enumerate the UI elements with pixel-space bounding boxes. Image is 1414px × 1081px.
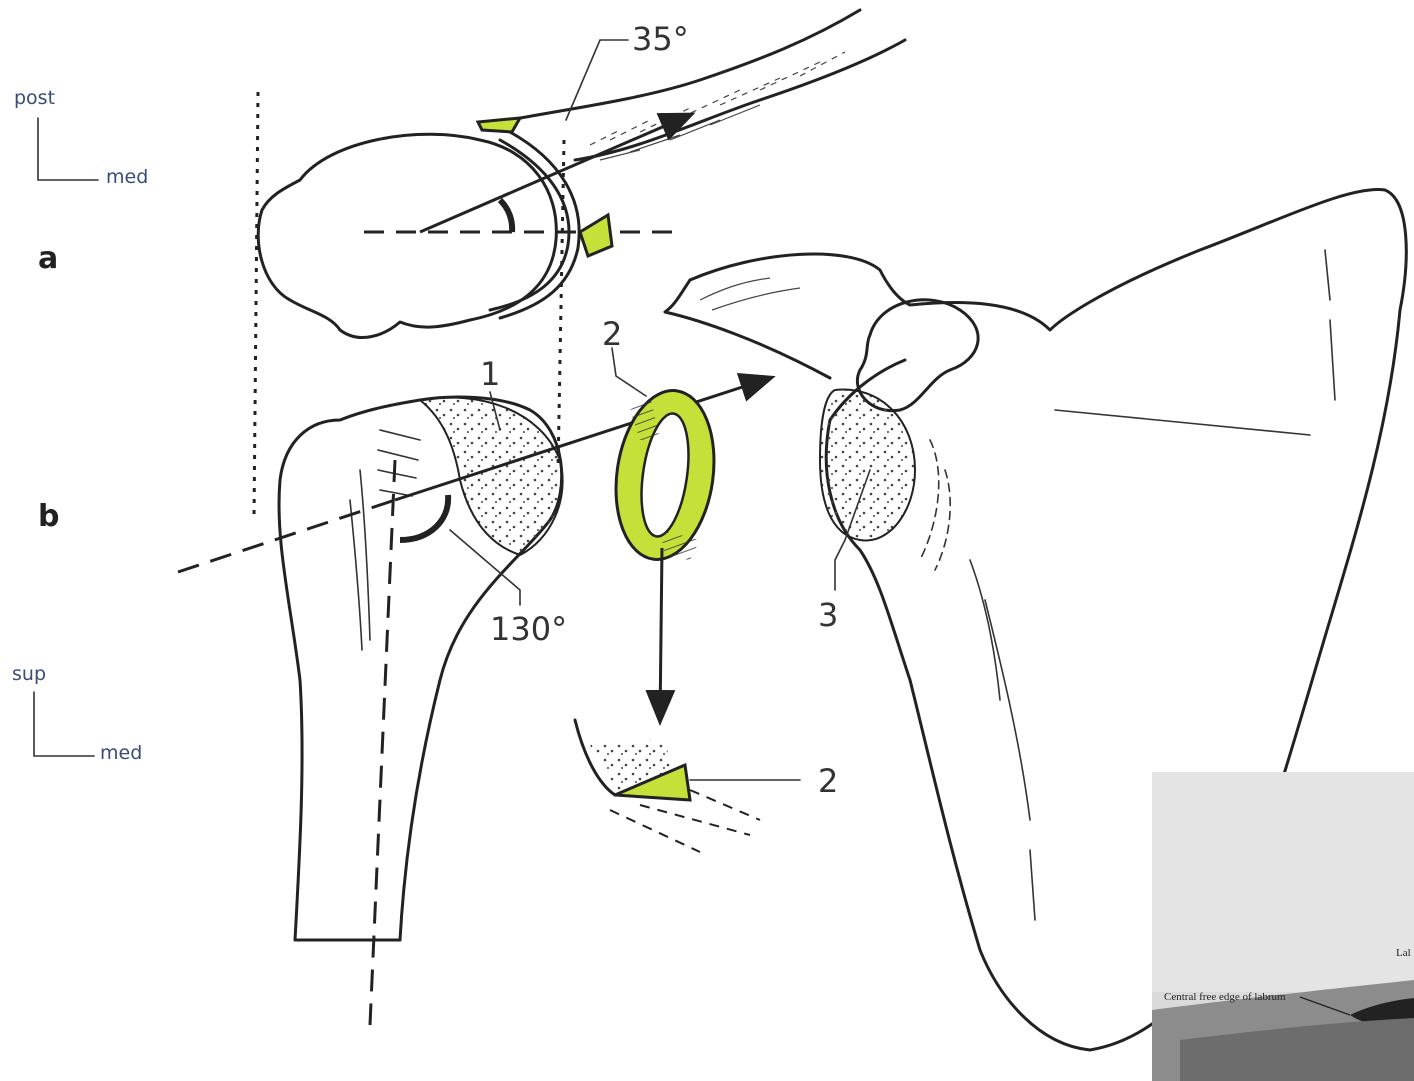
glenoid-fossa bbox=[820, 390, 915, 541]
angle-label-130: 130° bbox=[490, 610, 567, 648]
humeral-head-axial bbox=[258, 132, 579, 338]
angle-arc-b bbox=[400, 495, 448, 540]
callout-2-upper: 2 bbox=[602, 315, 622, 353]
axis-indicator-bottom: sup med bbox=[12, 663, 142, 764]
panel-label-b: b bbox=[38, 499, 59, 534]
callout-1: 1 bbox=[480, 355, 500, 393]
humerus-coronal bbox=[279, 397, 563, 940]
section-arrow bbox=[660, 548, 662, 720]
inset-label-partial: Lal bbox=[1396, 947, 1411, 959]
inset-radiograph: Central free edge of labrum Lal bbox=[1152, 772, 1414, 1081]
angle-arc-a bbox=[500, 200, 512, 232]
angle-label-35: 35° bbox=[632, 20, 689, 58]
labrum-wedge-anterior bbox=[580, 215, 612, 256]
labrum-cross-section bbox=[575, 720, 800, 852]
axis-indicator-top: post med bbox=[14, 87, 148, 188]
articular-axis-dashed bbox=[178, 500, 395, 572]
callout-2-lower: 2 bbox=[818, 762, 838, 800]
axis-label-med-top: med bbox=[106, 166, 148, 188]
panel-label-a: a bbox=[38, 241, 58, 276]
inset-label-free-edge: Central free edge of labrum bbox=[1164, 991, 1286, 1003]
axis-label-sup: sup bbox=[12, 663, 46, 685]
axis-label-post: post bbox=[14, 87, 55, 109]
callout-line-2-upper bbox=[612, 348, 646, 396]
labrum-wedge-posterior bbox=[478, 118, 520, 132]
humeral-head-articular-surface bbox=[420, 398, 563, 556]
callout-3: 3 bbox=[818, 596, 838, 634]
scapula-axial bbox=[510, 10, 905, 160]
axis-label-med-bottom: med bbox=[100, 742, 142, 764]
labrum-ring bbox=[606, 384, 725, 566]
guide-line-left bbox=[254, 92, 258, 518]
guide-line-right bbox=[558, 140, 564, 470]
